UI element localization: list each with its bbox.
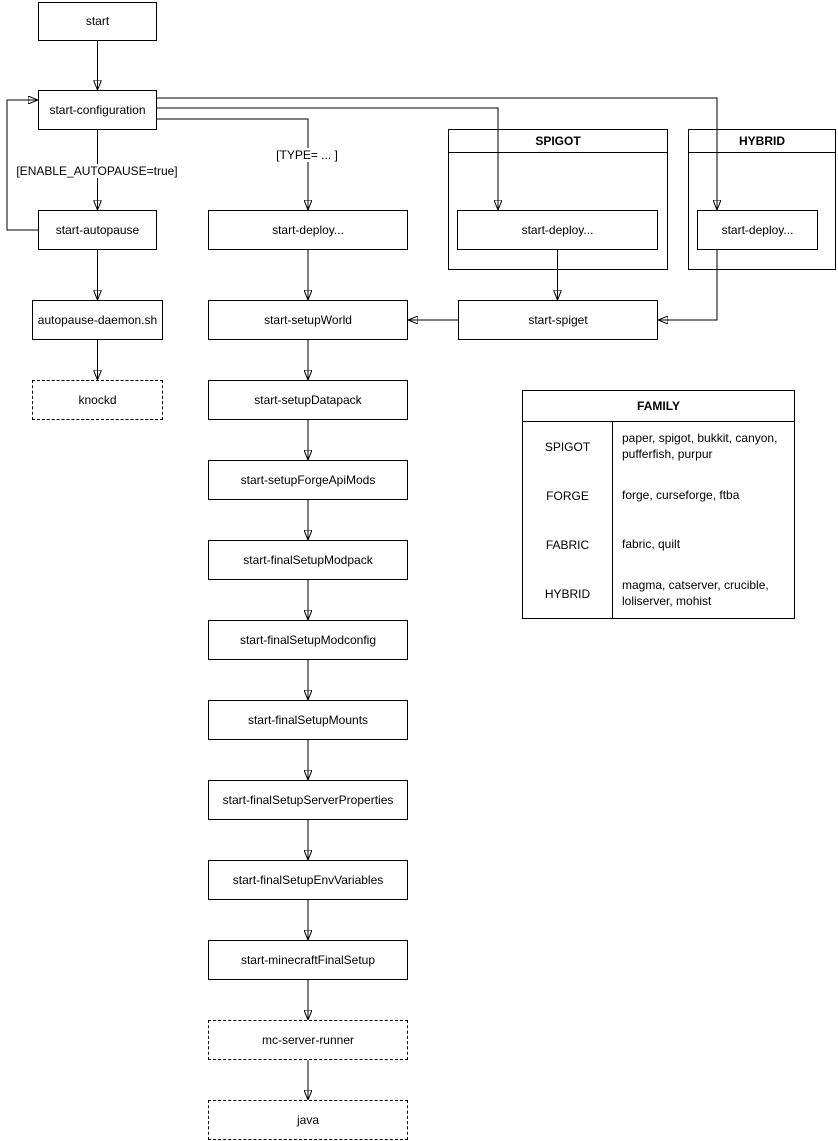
node-start-configuration: start-configuration [38,90,157,130]
node-start-finalsetupenvvariables: start-finalSetupEnvVariables [208,860,408,900]
node-spigot-start-deploy: start-deploy... [457,210,658,250]
node-start-minecraftfinalsetup: start-minecraftFinalSetup [208,940,408,980]
family-servers-cell: paper, spigot, bukkit, canyon, pufferfis… [622,430,778,461]
node-start-setupdatapack: start-setupDatapack [208,380,408,420]
node-start-finalsetupmodconfig: start-finalSetupModconfig [208,620,408,660]
node-knockd: knockd [32,380,163,420]
node-start-autopause: start-autopause [38,210,157,250]
node-autopause-daemon-sh: autopause-daemon.sh [32,300,163,340]
family-name-cell: HYBRID [544,586,591,601]
node-start-spiget: start-spiget [458,300,658,340]
node-start-finalsetupmodpack: start-finalSetupModpack [208,540,408,580]
node-start-finalsetupmounts: start-finalSetupMounts [208,700,408,740]
node-mc-server-runner: mc-server-runner [208,1020,408,1060]
family-servers-cell: forge, curseforge, ftba [622,487,740,502]
table-row: SPIGOT paper, spigot, bukkit, canyon, pu… [523,422,794,471]
node-start-deploy: start-deploy... [208,210,408,250]
family-servers-cell: magma, catserver, crucible, loliserver, … [622,577,769,608]
node-hybrid-start-deploy: start-deploy... [697,210,818,250]
table-row: FORGE forge, curseforge, ftba [523,471,794,520]
family-name-cell: FABRIC [545,537,590,552]
node-start: start [38,2,157,41]
family-table-title: FAMILY [523,391,794,422]
node-start-finalsetupserverproperties: start-finalSetupServerProperties [208,780,408,820]
table-row: FABRIC fabric, quilt [523,520,794,569]
family-table: FAMILY SPIGOT paper, spigot, bukkit, can… [522,390,795,619]
group-spigot-title: SPIGOT [449,130,667,153]
family-servers-cell: fabric, quilt [622,536,681,551]
edge-label-enable-autopause: [ENABLE_AUTOPAUSE=true] [14,164,180,178]
node-start-setupforgeapimods: start-setupForgeApiMods [208,460,408,500]
node-java: java [208,1100,408,1140]
edge-label-type-condition: [TYPE= ... ] [274,148,340,162]
family-name-cell: SPIGOT [544,439,591,454]
node-start-setupworld: start-setupWorld [208,300,408,340]
table-row: HYBRID magma, catserver, crucible, lolis… [523,569,794,618]
family-name-cell: FORGE [546,488,589,503]
family-table-column-divider [612,422,613,618]
group-hybrid-title: HYBRID [689,130,835,153]
family-table-body: SPIGOT paper, spigot, bukkit, canyon, pu… [523,422,794,618]
